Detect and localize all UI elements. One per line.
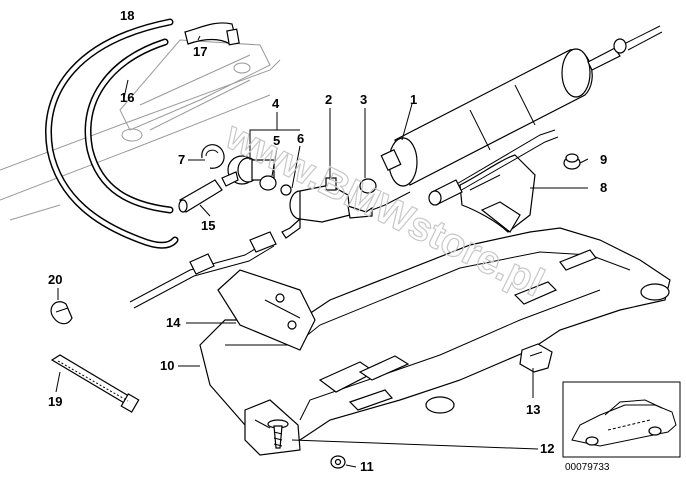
callout-8: 8 — [600, 180, 607, 195]
callout-17: 17 — [193, 44, 207, 59]
image-reference-number: 00079733 — [565, 462, 610, 473]
callout-2: 2 — [325, 92, 332, 107]
callout-7: 7 — [178, 152, 185, 167]
callout-6: 6 — [297, 131, 304, 146]
leader-lines — [55, 35, 589, 468]
screw-12 — [267, 419, 289, 449]
fuel-hose-18 — [45, 18, 179, 249]
clip-20 — [50, 301, 73, 325]
callout-9: 9 — [600, 152, 607, 167]
o-ring-3 — [359, 178, 377, 194]
fuel-distributor-2 — [281, 177, 373, 239]
callout-1: 1 — [410, 92, 417, 107]
fuel-hose-17 — [184, 22, 240, 46]
callout-12: 12 — [540, 441, 554, 456]
callout-5: 5 — [273, 133, 280, 148]
callout-16: 16 — [120, 90, 134, 105]
grommet-9 — [563, 153, 581, 170]
bracket-8 — [459, 154, 536, 233]
callout-19: 19 — [48, 394, 62, 409]
vehicle-frame-outline — [0, 39, 281, 221]
callout-15: 15 — [201, 218, 215, 233]
vehicle-thumbnail — [562, 381, 681, 458]
fuel-hose-15 — [178, 179, 223, 213]
callout-3: 3 — [360, 92, 367, 107]
pressure-regulator — [221, 155, 292, 196]
callout-4: 4 — [272, 96, 280, 111]
heat-shield-14 — [217, 269, 316, 351]
callout-10: 10 — [160, 358, 174, 373]
nut-11 — [330, 455, 346, 469]
callout-13: 13 — [526, 402, 540, 417]
callout-14: 14 — [166, 315, 181, 330]
callout-20: 20 — [48, 272, 62, 287]
cable-tie-19 — [50, 354, 140, 413]
fuel-line-right — [428, 129, 559, 206]
callout-11: 11 — [360, 459, 374, 474]
underbody-guard-10 — [199, 227, 671, 456]
clip-13 — [519, 343, 553, 373]
fuel-line-left — [129, 191, 411, 309]
callout-18: 18 — [120, 8, 134, 23]
fuel-filter-1 — [380, 25, 663, 187]
clamp-7 — [201, 144, 225, 169]
